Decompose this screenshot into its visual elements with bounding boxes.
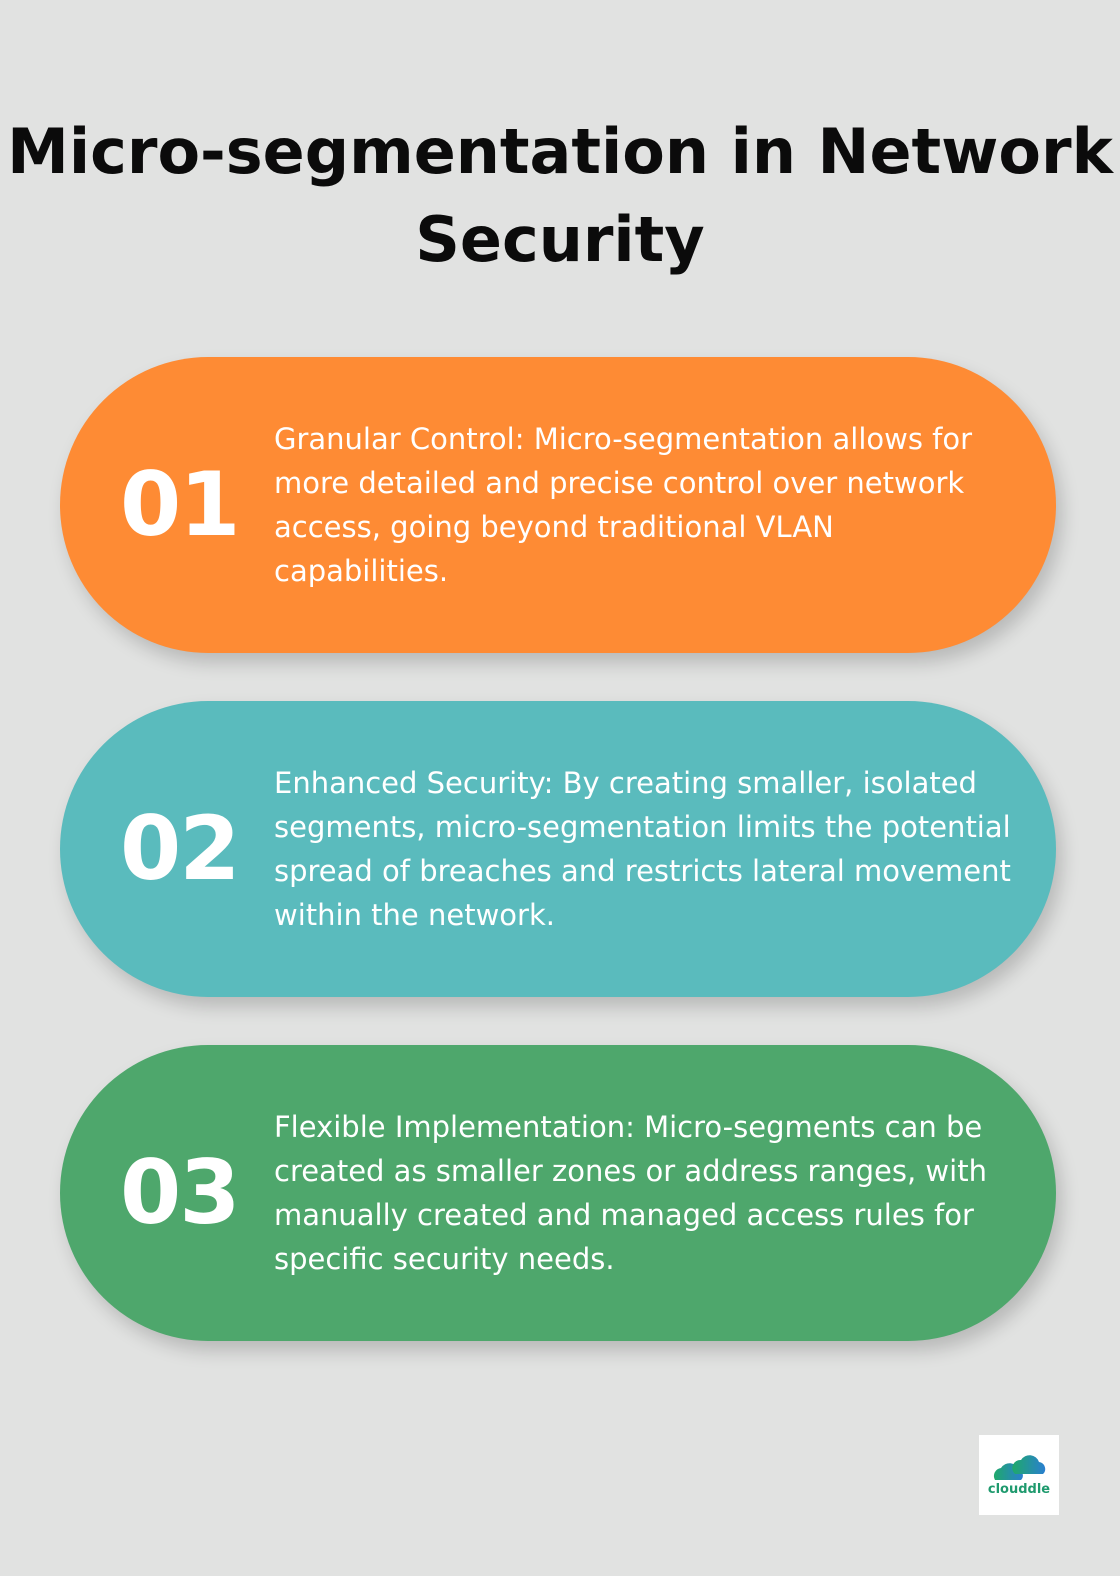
item-text: Enhanced Security: By creating smaller, … — [274, 766, 1011, 932]
item-number: 02 — [120, 797, 240, 900]
logo-text: clouddle — [987, 1481, 1051, 1497]
clouddle-logo: clouddle — [979, 1435, 1059, 1515]
item-number: 01 — [120, 453, 240, 556]
item-card-2: 02 Enhanced Security: By creating smalle… — [60, 701, 1056, 997]
item-number: 03 — [120, 1141, 240, 1244]
page-title: Micro-segmentation in Network Security — [7, 115, 1113, 276]
item-text: Granular Control: Micro-segmentation all… — [274, 422, 973, 588]
item-text: Flexible Implementation: Micro-segments … — [274, 1110, 987, 1276]
cloud-icon — [993, 1454, 1046, 1480]
item-card-1: 01 Granular Control: Micro-segmentation … — [60, 357, 1056, 653]
item-card-3: 03 Flexible Implementation: Micro-segmen… — [60, 1045, 1056, 1341]
